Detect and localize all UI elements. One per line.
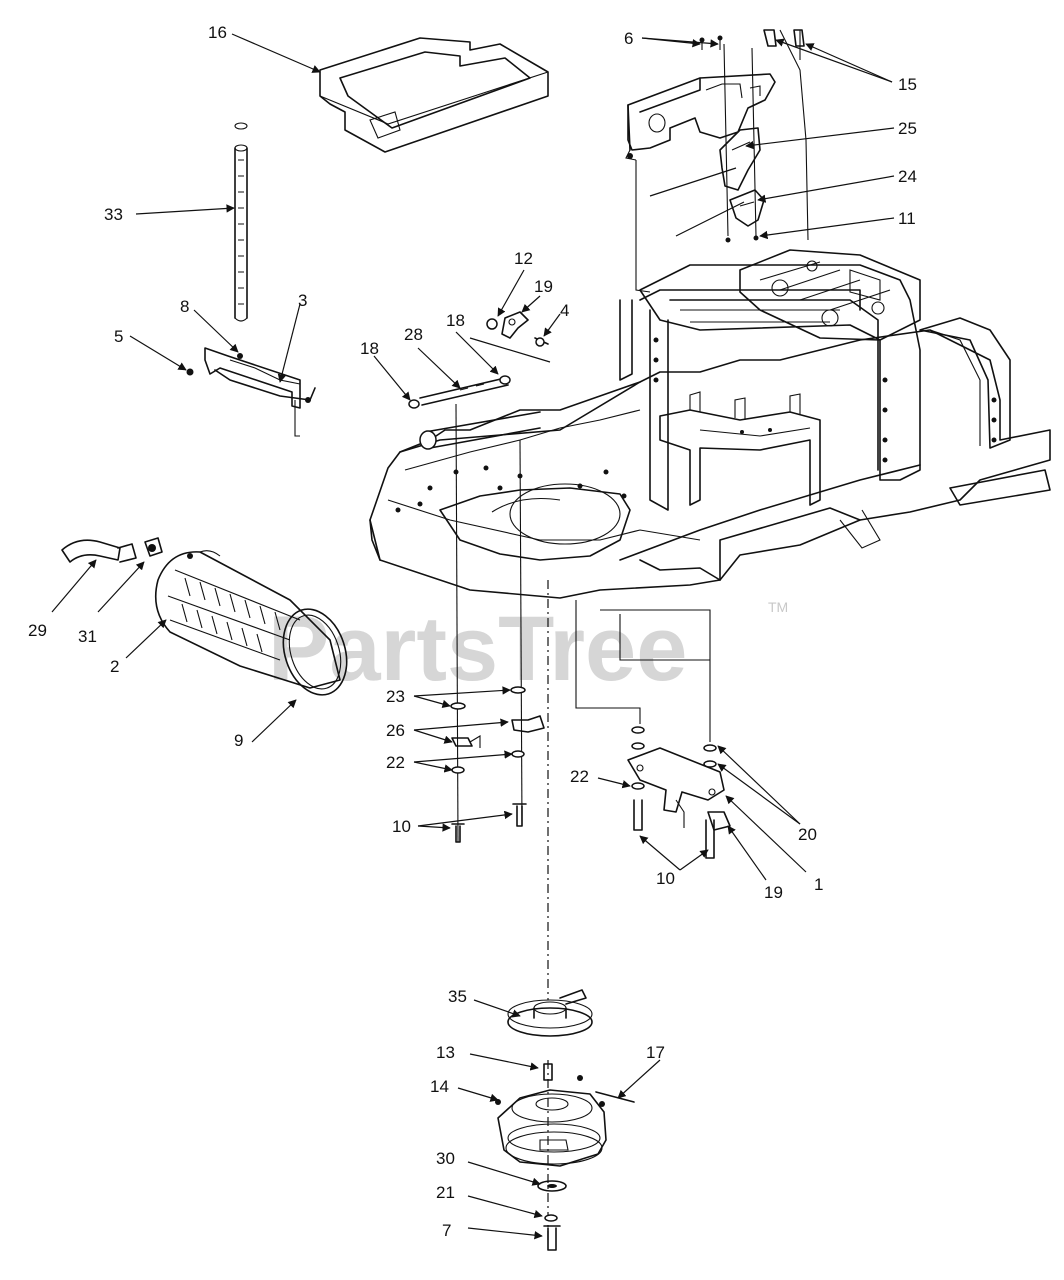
callout-18-left: 18: [360, 339, 379, 358]
callout-22-right: 22: [570, 767, 589, 786]
callout-18-right: 18: [446, 311, 465, 330]
callout-3: 3: [298, 291, 307, 310]
callout-19-bottom: 19: [764, 883, 783, 902]
callout-21: 21: [436, 1183, 455, 1202]
callout-28: 28: [404, 325, 423, 344]
watermark: PartsTree TM: [268, 598, 788, 700]
callout-22-left: 22: [386, 753, 405, 772]
callout-6: 6: [624, 29, 633, 48]
callout-26: 26: [386, 721, 405, 740]
part-16-pad: [319, 37, 549, 153]
clutch-assembly: [495, 580, 635, 1251]
callout-25: 25: [898, 119, 917, 138]
part-28-pin: [408, 375, 511, 409]
callout-10-right: 10: [656, 869, 675, 888]
part-3-bracket: [186, 347, 316, 437]
part-33-rod: [234, 122, 248, 322]
callout-15: 15: [898, 75, 917, 94]
main-frame: [369, 249, 1051, 599]
hardware-12-19-4: [469, 311, 551, 363]
callout-31: 31: [78, 627, 97, 646]
svg-text:TM: TM: [768, 599, 788, 615]
callout-labels: 1 2 3 4 5 6 7 8 9 10 10 11 12 13 14 15 1…: [28, 23, 917, 1240]
callout-10-left: 10: [392, 817, 411, 836]
callout-8: 8: [180, 297, 189, 316]
svg-text:PartsTree: PartsTree: [268, 598, 687, 700]
callout-14: 14: [430, 1077, 449, 1096]
callout-19-top: 19: [534, 277, 553, 296]
callout-2: 2: [110, 657, 119, 676]
callout-7: 7: [442, 1221, 451, 1240]
callout-20: 20: [798, 825, 817, 844]
callout-33: 33: [104, 205, 123, 224]
leader-lines: [51, 33, 895, 1240]
callout-1: 1: [814, 875, 823, 894]
callout-24: 24: [898, 167, 917, 186]
callout-29: 29: [28, 621, 47, 640]
callout-23: 23: [386, 687, 405, 706]
callout-13: 13: [436, 1043, 455, 1062]
callout-4: 4: [560, 301, 569, 320]
callout-5: 5: [114, 327, 123, 346]
part-2-canister: [61, 537, 348, 696]
callout-35: 35: [448, 987, 467, 1006]
part-1-plate: [575, 600, 731, 859]
callout-9: 9: [234, 731, 243, 750]
callout-12: 12: [514, 249, 533, 268]
callout-30: 30: [436, 1149, 455, 1168]
callout-16: 16: [208, 23, 227, 42]
callout-11: 11: [898, 209, 916, 228]
seat-bracket: [625, 29, 809, 293]
callout-17: 17: [646, 1043, 665, 1062]
